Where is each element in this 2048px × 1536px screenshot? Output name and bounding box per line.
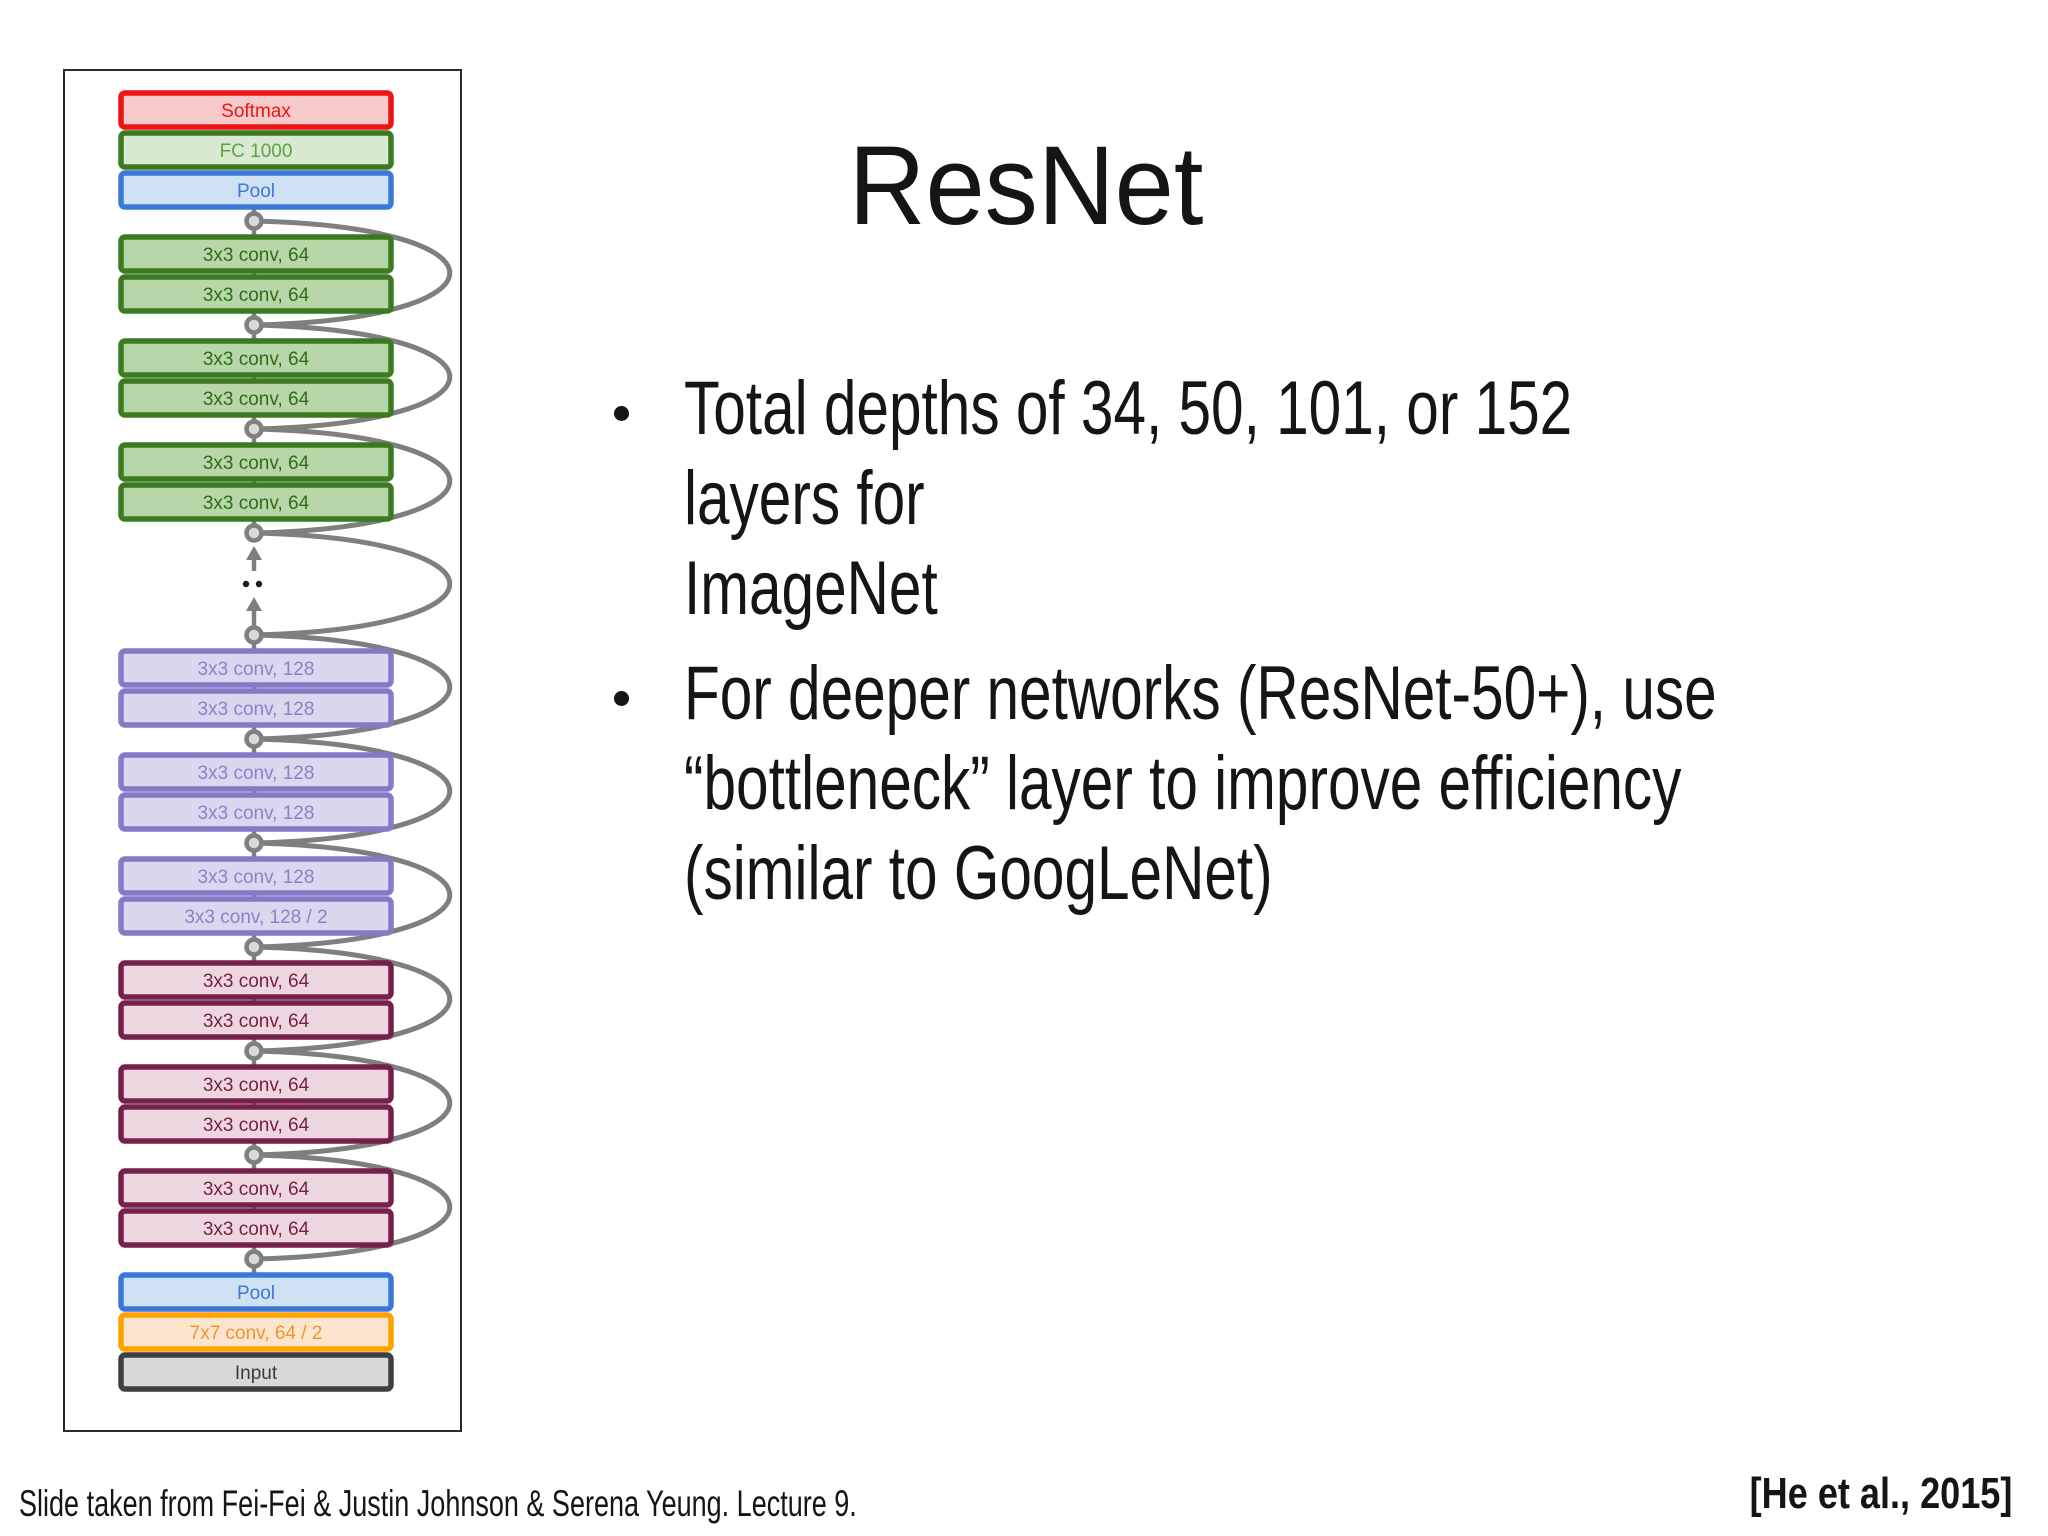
layer-box <box>118 1272 394 1312</box>
layer-box <box>118 856 394 896</box>
layer-label: 3x3 conv, 64 <box>203 285 310 306</box>
sum-node-icon <box>244 211 264 231</box>
layer-box <box>118 648 394 688</box>
layer-box <box>118 1168 394 1208</box>
layer-box <box>118 442 394 482</box>
skip-connection-arc <box>253 736 452 846</box>
bullet-item: Total depths of 34, 50, 101, or 152 laye… <box>612 364 2032 634</box>
ellipsis-dot <box>242 580 250 588</box>
bullet-item: For deeper networks (ResNet-50+), use “b… <box>612 649 2032 919</box>
layer-label: 3x3 conv, 64 <box>203 1219 310 1240</box>
layer-label: 3x3 conv, 128 <box>198 803 315 824</box>
sum-node-icon <box>244 315 264 335</box>
layer-box <box>118 1000 394 1040</box>
bullet-text: For deeper networks (ResNet-50+), use “b… <box>684 651 1717 916</box>
layer-label: 3x3 conv, 64 <box>203 349 310 370</box>
layer-label: 3x3 conv, 64 <box>203 389 310 410</box>
layer-label: Pool <box>237 1283 275 1304</box>
layer-label: 3x3 conv, 64 <box>203 1115 310 1136</box>
layer-label: 3x3 conv, 64 <box>203 1011 310 1032</box>
sum-node-icon <box>244 625 264 645</box>
layer-box <box>118 170 394 210</box>
layer-box <box>118 274 394 314</box>
skip-connection-arc <box>253 218 452 328</box>
citation-text: [He et al., 2015] <box>1749 1469 2012 1518</box>
layer-label: 3x3 conv, 128 / 2 <box>184 907 327 928</box>
layer-label: 3x3 conv, 64 <box>203 453 310 474</box>
skip-connection-arc <box>253 944 452 1054</box>
attribution-text: Slide taken from Fei-Fei & Justin Johnso… <box>19 1483 857 1524</box>
up-arrow-icon <box>246 597 262 611</box>
sum-node-icon <box>244 1249 264 1269</box>
layer-label: FC 1000 <box>220 141 293 162</box>
skip-connection-arc <box>253 840 452 950</box>
layer-label: Softmax <box>221 101 291 122</box>
layer-box <box>118 1312 394 1352</box>
bullet-text: Total depths of 34, 50, 101, or 152 laye… <box>684 366 1573 631</box>
layer-label: 3x3 conv, 64 <box>203 1179 310 1200</box>
layer-label: 3x3 conv, 64 <box>203 971 310 992</box>
bullet-icon <box>614 406 629 421</box>
layer-label: 3x3 conv, 128 <box>198 699 315 720</box>
layer-box <box>118 378 394 418</box>
layer-box <box>118 338 394 378</box>
layer-label: 7x7 conv, 64 / 2 <box>190 1323 323 1344</box>
layer-label: 3x3 conv, 64 <box>203 493 310 514</box>
sum-node-icon <box>244 937 264 957</box>
layer-box <box>118 960 394 1000</box>
sum-node-icon <box>244 419 264 439</box>
layer-box <box>118 688 394 728</box>
sum-node-icon <box>244 1041 264 1061</box>
ellipsis-dot <box>255 580 263 588</box>
layer-box <box>118 1208 394 1248</box>
sum-node-icon <box>244 523 264 543</box>
up-arrow-icon <box>246 546 262 560</box>
skip-connection-arc <box>253 530 452 638</box>
bullet-icon <box>614 691 629 706</box>
bullet-list: Total depths of 34, 50, 101, or 152 laye… <box>612 364 2032 934</box>
layer-box <box>118 1064 394 1104</box>
layer-box <box>118 792 394 832</box>
skip-connection-arc <box>253 1152 452 1262</box>
layer-box <box>118 1352 394 1392</box>
layer-box <box>118 1104 394 1144</box>
layer-label: 3x3 conv, 128 <box>198 763 315 784</box>
sum-node-icon <box>244 833 264 853</box>
layer-box <box>118 130 394 170</box>
skip-connection-arc <box>253 322 452 432</box>
layer-label: 3x3 conv, 64 <box>203 1075 310 1096</box>
layer-label: 3x3 conv, 128 <box>198 867 315 888</box>
layer-label: Pool <box>237 181 275 202</box>
skip-connection-arc <box>253 1048 452 1158</box>
layer-box <box>118 90 394 130</box>
skip-connection-arc <box>253 426 452 536</box>
sum-node-icon <box>244 729 264 749</box>
layer-label: Input <box>235 1363 278 1384</box>
page-title: ResNet <box>848 123 1204 248</box>
skip-connection-arc <box>253 632 452 742</box>
layer-label: 3x3 conv, 64 <box>203 245 310 266</box>
layer-label: 3x3 conv, 128 <box>198 659 315 680</box>
layer-box <box>118 482 394 522</box>
layer-box <box>118 234 394 274</box>
layer-box <box>118 752 394 792</box>
sum-node-icon <box>244 1145 264 1165</box>
layer-box <box>118 896 394 936</box>
